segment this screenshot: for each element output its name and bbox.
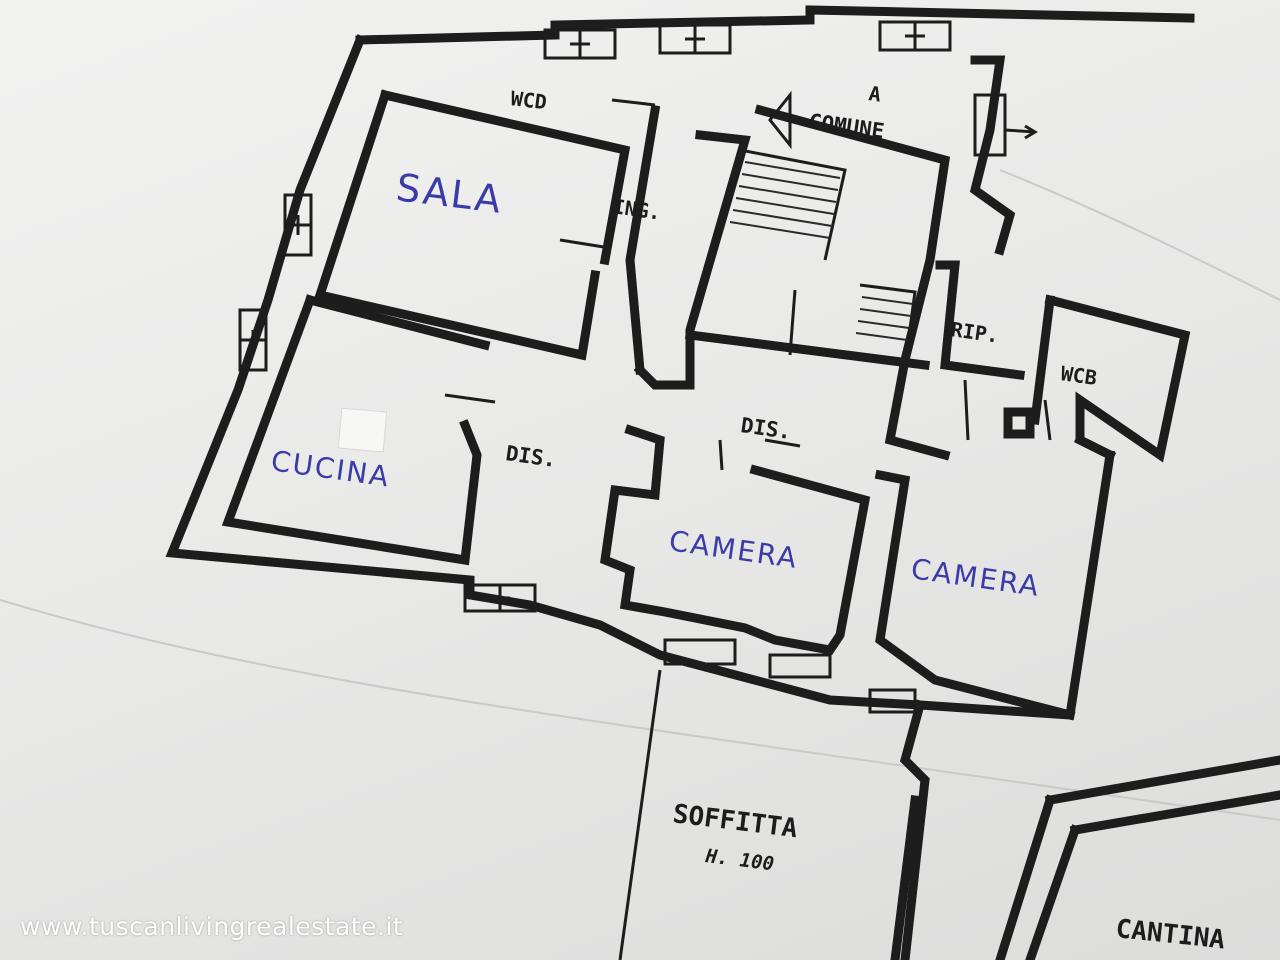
label-a: A <box>867 81 882 106</box>
paper-fold <box>0 599 1280 821</box>
sticker-patch <box>337 407 388 453</box>
wall-stairs <box>685 130 751 385</box>
room-label-wcd: WCD <box>509 86 548 114</box>
room-label-soffitta: SOFFITTA <box>671 799 799 844</box>
wall-cantina <box>1069 790 1280 836</box>
wall-corridor <box>684 329 931 371</box>
stair-flight <box>739 148 847 261</box>
wall-corridor <box>633 363 695 390</box>
window-icon <box>463 583 537 613</box>
room-label-wcb: WCB <box>1059 361 1098 390</box>
window-icon <box>543 28 617 60</box>
window-icon <box>768 653 832 679</box>
entrance-arrow-icon <box>768 90 792 150</box>
wall-cantina <box>1044 755 1280 806</box>
wall-sala <box>314 89 601 361</box>
room-label-dis: DIS. <box>739 413 792 444</box>
website-watermark[interactable]: www.tuscanlivingrealestate.it <box>20 912 404 941</box>
room-label-cantina: CANTINA <box>1114 914 1226 955</box>
window-icon <box>658 23 732 55</box>
window-icon <box>973 93 1038 157</box>
wall-cantina <box>995 794 1056 960</box>
room-label-camera: CAMERA <box>667 524 800 575</box>
wall-ing <box>625 104 661 375</box>
window-icon <box>878 20 952 52</box>
wall-sala <box>379 89 631 266</box>
door-openings <box>444 98 1052 471</box>
stair-treads <box>729 161 841 239</box>
room-label-sala: SALA <box>394 165 505 222</box>
room-label-dis: DIS. <box>504 441 557 472</box>
room-label-cucina: CUCINA <box>269 444 392 493</box>
wall-soffitta <box>899 699 930 960</box>
room-label-ing: ING. <box>611 194 662 224</box>
wall-cucina <box>221 294 482 566</box>
stair-treads <box>855 296 914 341</box>
soffitta-height-label: H. 100 <box>703 845 775 875</box>
wall-outer <box>165 34 1116 720</box>
wall-soffitta <box>890 794 921 960</box>
room-label-camera: CAMERA <box>909 552 1042 603</box>
wall-camera-1 <box>600 424 871 655</box>
wall-wcb <box>1029 294 1056 426</box>
window-icon <box>868 688 917 714</box>
wall-camera-2 <box>874 469 1076 721</box>
paper-fold <box>999 169 1280 301</box>
wall-stair-block <box>754 104 951 461</box>
wall-camera-2 <box>1073 433 1117 462</box>
wall-cantina <box>1025 824 1081 960</box>
label-comune: COMUNE <box>807 109 885 143</box>
wall-rip <box>935 260 1026 381</box>
wall-stair-east <box>969 55 1016 256</box>
window-icon <box>283 193 313 257</box>
window-icon <box>663 638 737 666</box>
stair-flight <box>859 283 917 366</box>
shaft <box>1003 407 1035 439</box>
room-label-rip: RIP. <box>949 317 1000 347</box>
wall-top <box>355 5 1195 45</box>
stair-rail <box>788 289 797 356</box>
wall-cucina <box>304 294 491 351</box>
window-icon <box>238 308 268 372</box>
wall-soffitta <box>618 669 662 960</box>
